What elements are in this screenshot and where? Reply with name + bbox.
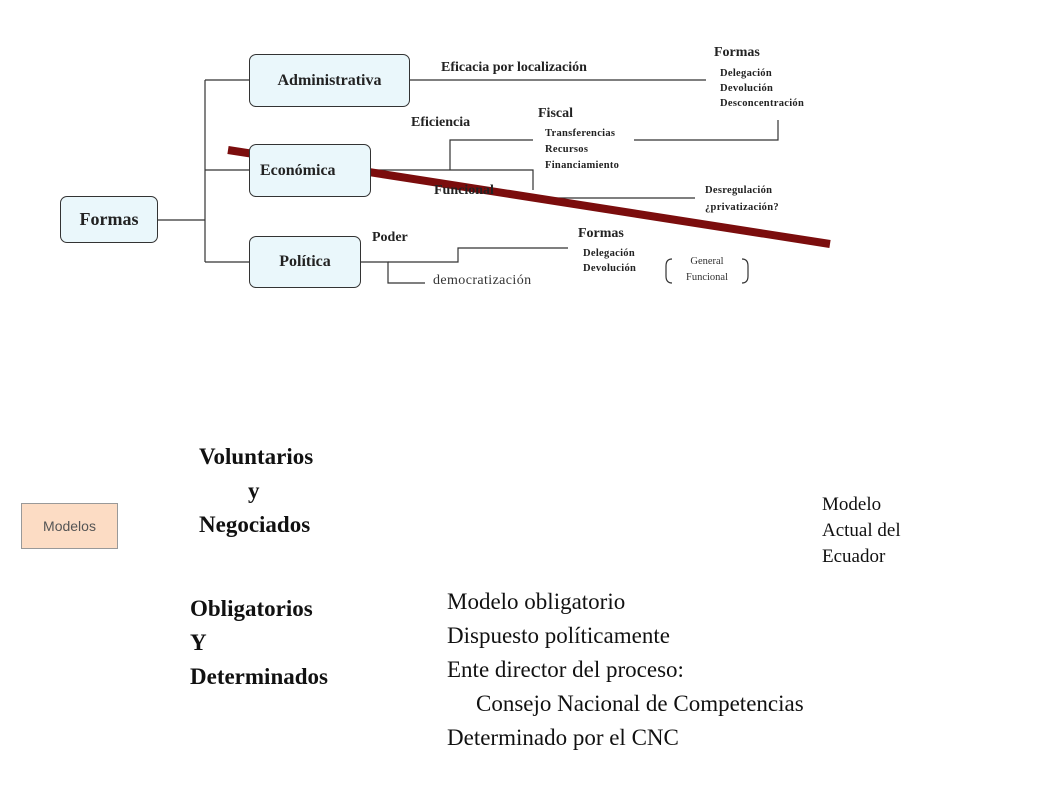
- determinados-line: Determinados: [190, 664, 328, 689]
- modelo-actual-line: Ecuador: [822, 546, 886, 567]
- eficacia-label: Eficacia por localización: [441, 60, 587, 75]
- bracket-item: General: [690, 256, 724, 267]
- description-line: Consejo Nacional de Competencias: [476, 691, 804, 716]
- branch-economica-label: Económica: [260, 161, 336, 179]
- fiscal-item: Recursos: [545, 144, 589, 155]
- description-line: Determinado por el CNC: [447, 725, 679, 750]
- pol-forms-list: Delegación Devolución: [583, 246, 636, 276]
- pol-poder-line: [388, 247, 568, 263]
- bracket-right: [741, 258, 749, 284]
- modelo-actual-line: Modelo: [822, 494, 882, 515]
- democratizacion-label: democratización: [433, 273, 532, 288]
- voluntarios-line: Voluntarios: [199, 444, 314, 469]
- branch-administrativa-label: Administrativa: [277, 71, 382, 89]
- admin-forms-title: Formas: [714, 45, 760, 60]
- eficiencia-label: Eficiencia: [411, 115, 471, 130]
- modelos-badge: Modelos: [21, 503, 118, 549]
- fiscal-item: Transferencias: [545, 128, 616, 139]
- fiscal-to-forms-line: [634, 120, 779, 141]
- branch-administrativa-box: Administrativa: [249, 54, 410, 107]
- fiscal-items-list: Transferencias Recursos Financiamiento: [545, 126, 619, 174]
- pol-form-item: Delegación: [583, 248, 635, 259]
- econ-link-line: [371, 169, 534, 190]
- obligatorios-line: Obligatorios: [190, 596, 313, 621]
- obligatorios-y-line: Y: [190, 630, 207, 655]
- desregulacion-list: Desregulación ¿privatización?: [705, 182, 779, 216]
- description-line: Ente director del proceso:: [447, 657, 684, 682]
- description-line: Dispuesto políticamente: [447, 623, 670, 648]
- root-formas-box: Formas: [60, 196, 158, 243]
- pol-form-item: Devolución: [583, 263, 637, 274]
- branch-economica-box: Económica: [249, 144, 371, 197]
- root-label: Formas: [79, 209, 139, 229]
- pol-forms-title: Formas: [578, 226, 624, 241]
- econ-fiscal-line: [449, 139, 533, 170]
- admin-forms-list: Delegación Devolución Desconcentración: [720, 66, 804, 111]
- bracket-item: Funcional: [686, 272, 728, 283]
- admin-form-item: Delegación: [720, 68, 772, 79]
- branch-politica-box: Política: [249, 236, 361, 288]
- modelo-actual-line: Actual del: [822, 520, 901, 541]
- modelos-badge-label: Modelos: [43, 518, 96, 534]
- admin-form-item: Devolución: [720, 83, 774, 94]
- bracket-left: [665, 258, 673, 284]
- description-line: Modelo obligatorio: [447, 589, 626, 614]
- bracket-items: General Funcional: [672, 254, 742, 286]
- desregulacion-item: Desregulación: [705, 185, 773, 196]
- fiscal-item: Financiamiento: [545, 160, 620, 171]
- pol-democratizacion-line: [361, 261, 425, 284]
- poder-label: Poder: [372, 230, 408, 245]
- voluntarios-y-line: y: [248, 478, 260, 503]
- funcional-label: Funcional: [434, 183, 494, 198]
- admin-form-item: Desconcentración: [720, 98, 805, 109]
- branch-politica-label: Política: [279, 253, 331, 270]
- modelo-actual-block: Modelo Actual del Ecuador: [822, 492, 901, 570]
- fiscal-title: Fiscal: [538, 106, 573, 121]
- negociados-line: Negociados: [199, 512, 311, 537]
- description-block: Modelo obligatorio Dispuesto políticamen…: [447, 585, 804, 755]
- desregulacion-item: ¿privatización?: [705, 202, 779, 213]
